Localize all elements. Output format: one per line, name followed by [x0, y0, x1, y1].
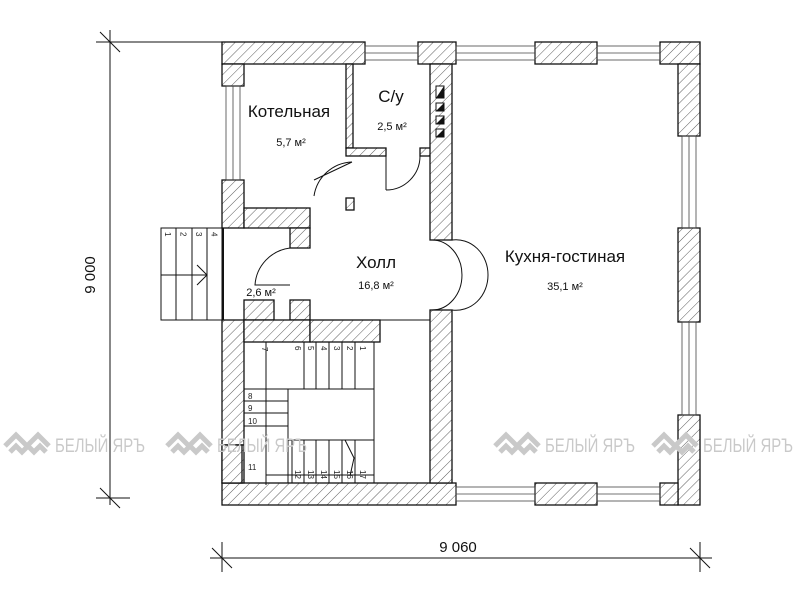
- stair-step-number: 9: [248, 404, 253, 413]
- stair-step-number: 14: [319, 470, 328, 479]
- dimension-height: 9 000: [82, 256, 99, 294]
- room-area-kitchen-living: 35,1 м²: [547, 281, 583, 293]
- dimension-width: 9 060: [439, 539, 477, 556]
- watermark-text: БЕЛЫЙ ЯРЪ: [545, 435, 635, 457]
- doors: [254, 155, 489, 311]
- stair-step-number: 17: [358, 470, 367, 479]
- room-area-boiler: 5,7 м²: [276, 137, 306, 149]
- room-name-hall: Холл: [356, 253, 396, 272]
- stair-step-number: 11: [248, 463, 257, 472]
- watermark-text: БЕЛЫЙ ЯРЪ: [55, 435, 145, 457]
- stair-step-number: 13: [306, 470, 315, 479]
- stair-step-number: 1: [358, 346, 367, 351]
- watermark-logo-icon: [165, 431, 213, 456]
- room-area-vestibule: 2,6 м²: [246, 287, 276, 299]
- porch-step-number: 3: [194, 232, 203, 237]
- windows: [225, 45, 697, 502]
- dimension-vertical: 9 000: [82, 30, 222, 509]
- ventilation-ducts: [435, 85, 445, 138]
- stair-step-number: 2: [345, 346, 354, 351]
- watermark-logo-icon: [3, 431, 51, 456]
- watermark-logo-icon: [651, 431, 699, 456]
- porch-step-number: 1: [163, 232, 172, 237]
- stair-step-number: 15: [332, 470, 341, 479]
- stair-step-number: 10: [248, 417, 257, 426]
- stair-step-number: 16: [345, 470, 354, 479]
- dimension-horizontal: 9 060: [210, 539, 712, 572]
- stair-step-number: 7: [260, 347, 269, 352]
- porch-step-number: 2: [179, 232, 188, 237]
- room-name-boiler: Котельная: [248, 102, 330, 121]
- watermark-text: БЕЛЫЙ ЯРЪ: [703, 435, 793, 457]
- room-name-bathroom: С/у: [378, 87, 404, 106]
- watermark-text: БЕЛЫЙ ЯРЪ: [217, 435, 307, 457]
- stair-step-number: 4: [319, 346, 328, 351]
- room-name-kitchen-living: Кухня-гостиная: [505, 247, 625, 266]
- stair-step-number: 3: [332, 346, 341, 351]
- porch-step-number: 4: [210, 232, 219, 237]
- stair-step-number: 8: [248, 392, 253, 401]
- stair-step-number: 12: [293, 470, 302, 479]
- room-area-bathroom: 2,5 м²: [377, 121, 407, 133]
- stair-step-number: 5: [306, 346, 315, 351]
- watermark-logo-icon: [493, 431, 541, 456]
- room-area-hall: 16,8 м²: [358, 280, 394, 292]
- porch-stairs: 1 2 3 4: [160, 227, 223, 321]
- watermark: БЕЛЫЙ ЯРЪ БЕЛЫЙ ЯРЪ БЕЛЫЙ ЯРЪ БЕЛЫЙ ЯРЪ: [3, 431, 793, 457]
- stair-step-number: 6: [293, 346, 302, 351]
